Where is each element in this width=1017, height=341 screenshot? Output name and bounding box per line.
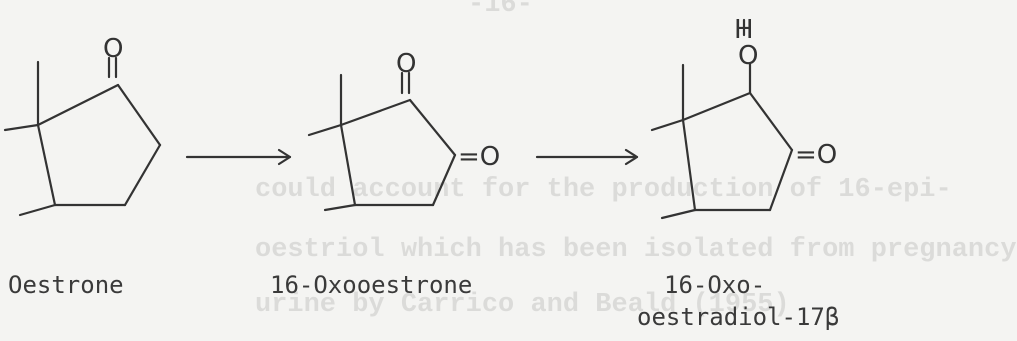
oxo-c16-oxygen: =O — [458, 142, 500, 172]
oxo-c14-exo-bond — [323, 203, 357, 212]
reaction-arrow-2 — [535, 148, 639, 166]
oxo-c16-c15-bond — [431, 153, 457, 207]
ghost-line-4: urine by Carrico and Beald (1955) — [255, 290, 790, 320]
oxoestradiol-c17-c16-bond — [748, 91, 794, 152]
oestrone-c14-c13-bond — [36, 123, 57, 207]
oxoestradiol-ketone-oxygen: =O — [795, 140, 837, 170]
oxoestradiol-structure — [650, 18, 794, 220]
oxoestradiol-label-line-2: oestradiol-17β — [637, 303, 840, 331]
oestrone-label: Oestrone — [8, 271, 124, 299]
oxo-c17-oxygen: O — [396, 49, 416, 79]
oxo-c-ring-bond — [307, 123, 343, 137]
oestrone-c16-c15-bond — [123, 143, 162, 207]
oxooestrone-structure — [307, 71, 457, 212]
oxoestradiol-c-ring-bond — [650, 118, 685, 132]
oestrone-ketone-oxygen: O — [103, 34, 123, 64]
oxoestradiol-label-line-1: 16-Oxo- — [664, 271, 766, 299]
oestrone-c13-c17-bond — [36, 83, 120, 127]
oxoestradiol-c13-c17-bond — [681, 91, 752, 122]
oxoestradiol-hydroxyl-oxygen: O — [738, 41, 758, 71]
oestrone-c14-exo-bond — [18, 203, 57, 217]
structures-svg: O O =O H O =O — [3, 15, 837, 220]
oxoestradiol-hydroxyl-hydrogen: H — [734, 15, 754, 45]
oestrone-c-ring-bond — [3, 123, 40, 132]
ghost-line-1: -16- — [468, 0, 533, 20]
ghost-line-3: oestriol which has been isolated from pr… — [255, 235, 1017, 265]
reaction-arrow-1 — [185, 148, 292, 166]
oxoestradiol-c14-c13-bond — [681, 118, 697, 212]
oxooestrone-label: 16-Oxooestrone — [270, 271, 473, 299]
oxoestradiol-c14-exo-bond — [660, 208, 697, 220]
reaction-scheme-figure: -16- could account for the production of… — [3, 0, 1017, 331]
oxo-c13-c17-bond — [339, 98, 412, 127]
oestrone-c17-c16-bond — [116, 83, 162, 147]
oestrone-structure — [3, 56, 162, 217]
oxo-c17-c16-bond — [408, 98, 457, 157]
oxo-c14-c13-bond — [339, 123, 357, 207]
oxoestradiol-c16-c15-bond — [768, 148, 794, 212]
ghost-line-2: could account for the production of 16-e… — [255, 175, 952, 205]
